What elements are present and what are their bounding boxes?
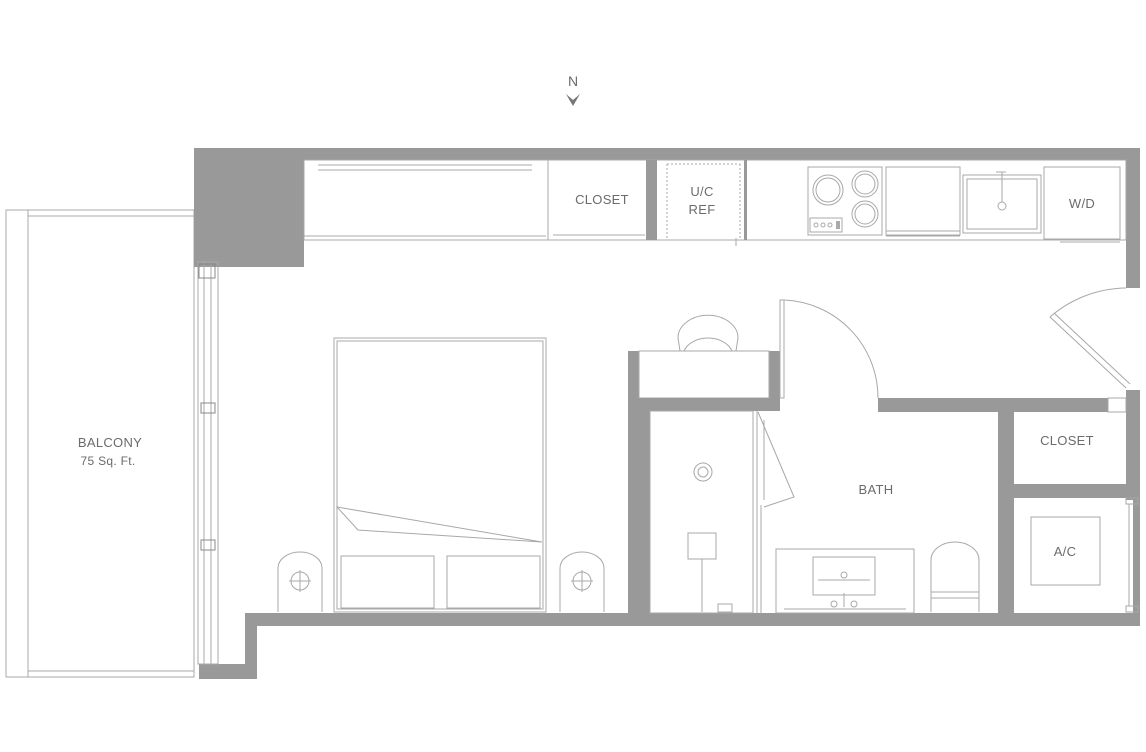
closet-east: CLOSET [1040, 397, 1127, 448]
north-label: N [568, 73, 578, 89]
washer-dryer: W/D [1043, 166, 1121, 243]
closet-north-label: CLOSET [575, 192, 629, 207]
closet-east-label: CLOSET [1040, 433, 1094, 448]
kitchen-sink [962, 171, 1042, 234]
ref-label-line2: REF [689, 202, 716, 217]
north-arrow: N [566, 73, 580, 106]
ac-label: A/C [1054, 544, 1077, 559]
balcony: BALCONY 75 Sq. Ft. [5, 209, 195, 678]
nightstand-left [277, 551, 323, 612]
toilet [930, 541, 980, 612]
bath-walls [628, 398, 1126, 613]
wd-label: W/D [1069, 196, 1095, 211]
bed [333, 337, 547, 613]
balcony-sliding-door [197, 261, 219, 665]
dishwasher [885, 166, 961, 237]
north-arrow-icon [566, 94, 580, 106]
exterior-walls [194, 148, 1140, 679]
cooktop [807, 166, 883, 236]
desk [628, 314, 780, 399]
entry-door [1049, 287, 1131, 389]
nightstand-right [559, 551, 605, 612]
bath-vanity [775, 548, 915, 614]
bath-label: BATH [859, 482, 894, 497]
shower [649, 410, 795, 614]
balcony-label: BALCONY [78, 435, 142, 450]
bath-door [779, 299, 879, 399]
kitchen-counter: CLOSET U/C REF [303, 159, 1127, 246]
balcony-area: 75 Sq. Ft. [80, 454, 135, 468]
ac-unit: A/C [1030, 497, 1139, 613]
ref-label-line1: U/C [690, 184, 713, 199]
